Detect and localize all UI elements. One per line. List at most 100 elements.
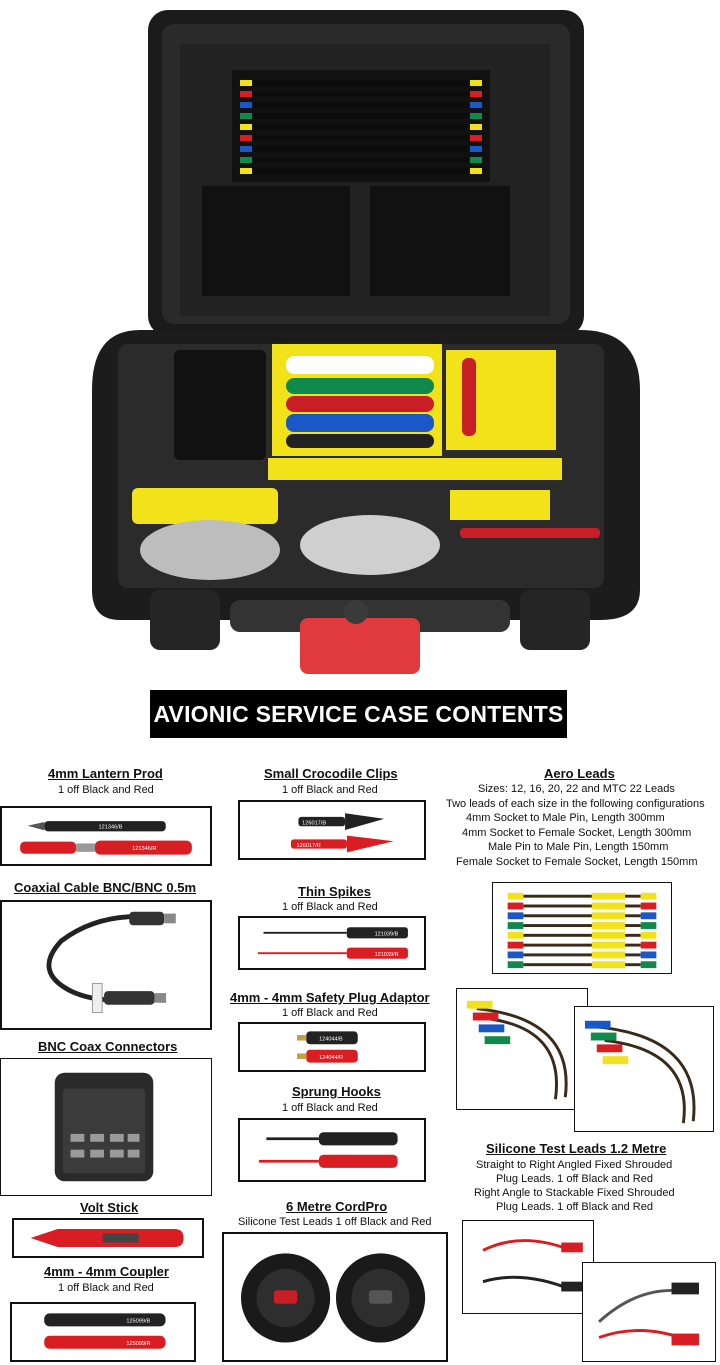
silicone-leads-title: Silicone Test Leads 1.2 Metre <box>486 1141 667 1156</box>
lantern-prod-description: 1 off Black and Red <box>58 784 154 796</box>
cordpro-description: Silicone Test Leads 1 off Black and Red <box>238 1216 432 1228</box>
aero-leads-line-2: Two leads of each size in the following … <box>446 798 705 810</box>
lid-lead-tip <box>240 168 252 174</box>
aero-leads-title: Aero Leads <box>544 766 615 781</box>
thin-spikes-description: 1 off Black and Red <box>282 901 378 913</box>
lid-lead-tip <box>240 113 252 119</box>
crocodile-clips-image: 126017/B 126017/R <box>238 800 426 860</box>
lid-lead <box>254 80 468 86</box>
cordpro-title: 6 Metre CordPro <box>286 1199 388 1214</box>
coax-cable-title: Coaxial Cable BNC/BNC 0.5m <box>14 880 197 895</box>
coupler-red-label: 125099/R <box>126 1341 150 1347</box>
aero-lead-tip <box>507 931 524 939</box>
silicone-leads-line-1: Straight to Right Angled Fixed Shrouded <box>476 1159 673 1171</box>
thin-spikes-image: 121039/B 121039/R <box>238 916 426 970</box>
aero-lead-wire <box>523 894 641 898</box>
aero-lead-tip <box>507 922 524 929</box>
lid-lead-tip <box>470 168 482 174</box>
aero-leads-line-1: Sizes: 12, 16, 20, 22 and MTC 22 Leads <box>478 783 675 795</box>
spike-black-label: 121039/B <box>375 932 399 938</box>
aero-lead-tip <box>640 912 657 920</box>
lid-lead-tip <box>240 157 252 163</box>
aero-lead-tag <box>591 941 626 949</box>
lantern-prod-title: 4mm Lantern Prod <box>48 766 163 781</box>
aero-lead-tag <box>591 931 626 939</box>
silicone-leads-line-2: Plug Leads. 1 off Black and Red <box>496 1173 653 1185</box>
plug-adaptor-title: 4mm - 4mm Safety Plug Adaptor <box>230 990 430 1005</box>
aero-leads-line-3: 4mm Socket to Male Pin, Length 300mm <box>466 812 665 824</box>
aero-leads-line-4: 4mm Socket to Female Socket, Length 300m… <box>462 827 692 839</box>
lantern-prod-image: 121346/B 121346/R <box>0 806 212 866</box>
aero-lead-tip <box>640 951 657 959</box>
crocodile-clips-description: 1 off Black and Red <box>282 784 378 796</box>
lid-lead-tip <box>470 91 482 97</box>
lid-lead-tip <box>240 146 252 152</box>
aero-lead-tip <box>507 902 524 910</box>
aero-leads-line-5: Male Pin to Male Pin, Length 150mm <box>488 841 669 853</box>
service-case-image <box>92 10 640 674</box>
silicone-leads-line-3: Right Angle to Stackable Fixed Shrouded <box>474 1187 675 1199</box>
aero-lead-tag <box>591 892 626 900</box>
lid-lead <box>254 113 468 119</box>
bnc-connectors-image <box>0 1058 212 1196</box>
aero-lead-tag <box>591 951 626 959</box>
aero-lead-tip <box>640 941 657 949</box>
lid-lead <box>254 135 468 141</box>
lid-lead-tip <box>240 91 252 97</box>
aero-leads-bundle-image-2 <box>574 1006 714 1132</box>
aero-lead-tip <box>507 961 524 969</box>
sprung-hooks-title: Sprung Hooks <box>292 1084 381 1099</box>
lid-lead-tip <box>470 80 482 86</box>
plug-adaptor-image: 124044/B 124044/R <box>238 1022 426 1072</box>
silicone-leads-image-1 <box>462 1220 594 1314</box>
lid-lead <box>254 124 468 130</box>
adaptor-red-label: 124044/R <box>319 1055 343 1061</box>
volt-stick-image <box>12 1218 204 1258</box>
lid-lead <box>254 91 468 97</box>
aero-lead-wire <box>523 943 641 947</box>
aero-lead-tip <box>507 941 524 949</box>
spike-red-label: 121039/R <box>375 952 399 958</box>
lid-lead-tip <box>240 124 252 130</box>
crocodile-clips-title: Small Crocodile Clips <box>264 766 398 781</box>
lid-lead-tip <box>470 135 482 141</box>
lid-lead <box>254 157 468 163</box>
aero-leads-line-6: Female Socket to Female Socket, Length 1… <box>456 856 698 868</box>
aero-lead-tag <box>591 912 626 920</box>
croc-black-label: 126017/B <box>302 820 326 826</box>
aero-lead-wire <box>523 904 641 908</box>
coupler-image: 125099/B 125099/R <box>10 1302 196 1362</box>
aero-lead-tag <box>591 922 626 929</box>
coupler-title: 4mm - 4mm Coupler <box>44 1264 169 1279</box>
aero-lead-tip <box>640 902 657 910</box>
croc-red-label: 126017/R <box>297 843 321 849</box>
aero-lead-tag <box>591 961 626 969</box>
thin-spikes-title: Thin Spikes <box>298 884 371 899</box>
aero-leads-straight-image <box>492 882 672 974</box>
adaptor-black-label: 124044/B <box>319 1037 343 1043</box>
silicone-leads-line-4: Plug Leads. 1 off Black and Red <box>496 1201 653 1213</box>
plug-adaptor-description: 1 off Black and Red <box>282 1007 378 1019</box>
aero-lead-tip <box>507 951 524 959</box>
aero-lead-wire <box>523 933 641 937</box>
lantern-prod-black-label: 121346/B <box>99 825 123 831</box>
aero-lead-tip <box>507 912 524 920</box>
lid-lead-tip <box>240 80 252 86</box>
sprung-hooks-description: 1 off Black and Red <box>282 1102 378 1114</box>
sprung-hooks-image <box>238 1118 426 1182</box>
coupler-black-label: 125099/B <box>126 1319 150 1325</box>
coupler-description: 1 off Black and Red <box>58 1282 154 1294</box>
aero-lead-wire <box>523 963 641 967</box>
cordpro-image <box>222 1232 448 1362</box>
lid-lead-tip <box>470 102 482 108</box>
silicone-leads-image-2 <box>582 1262 716 1362</box>
aero-lead-wire <box>523 924 641 928</box>
aero-lead-tag <box>591 902 626 910</box>
aero-lead-tip <box>640 961 657 969</box>
aero-lead-wire <box>523 914 641 918</box>
lid-lead <box>254 146 468 152</box>
lid-lead-tip <box>240 135 252 141</box>
lid-lead-tip <box>470 124 482 130</box>
aero-lead-tip <box>640 892 657 900</box>
volt-stick-title: Volt Stick <box>80 1200 139 1215</box>
